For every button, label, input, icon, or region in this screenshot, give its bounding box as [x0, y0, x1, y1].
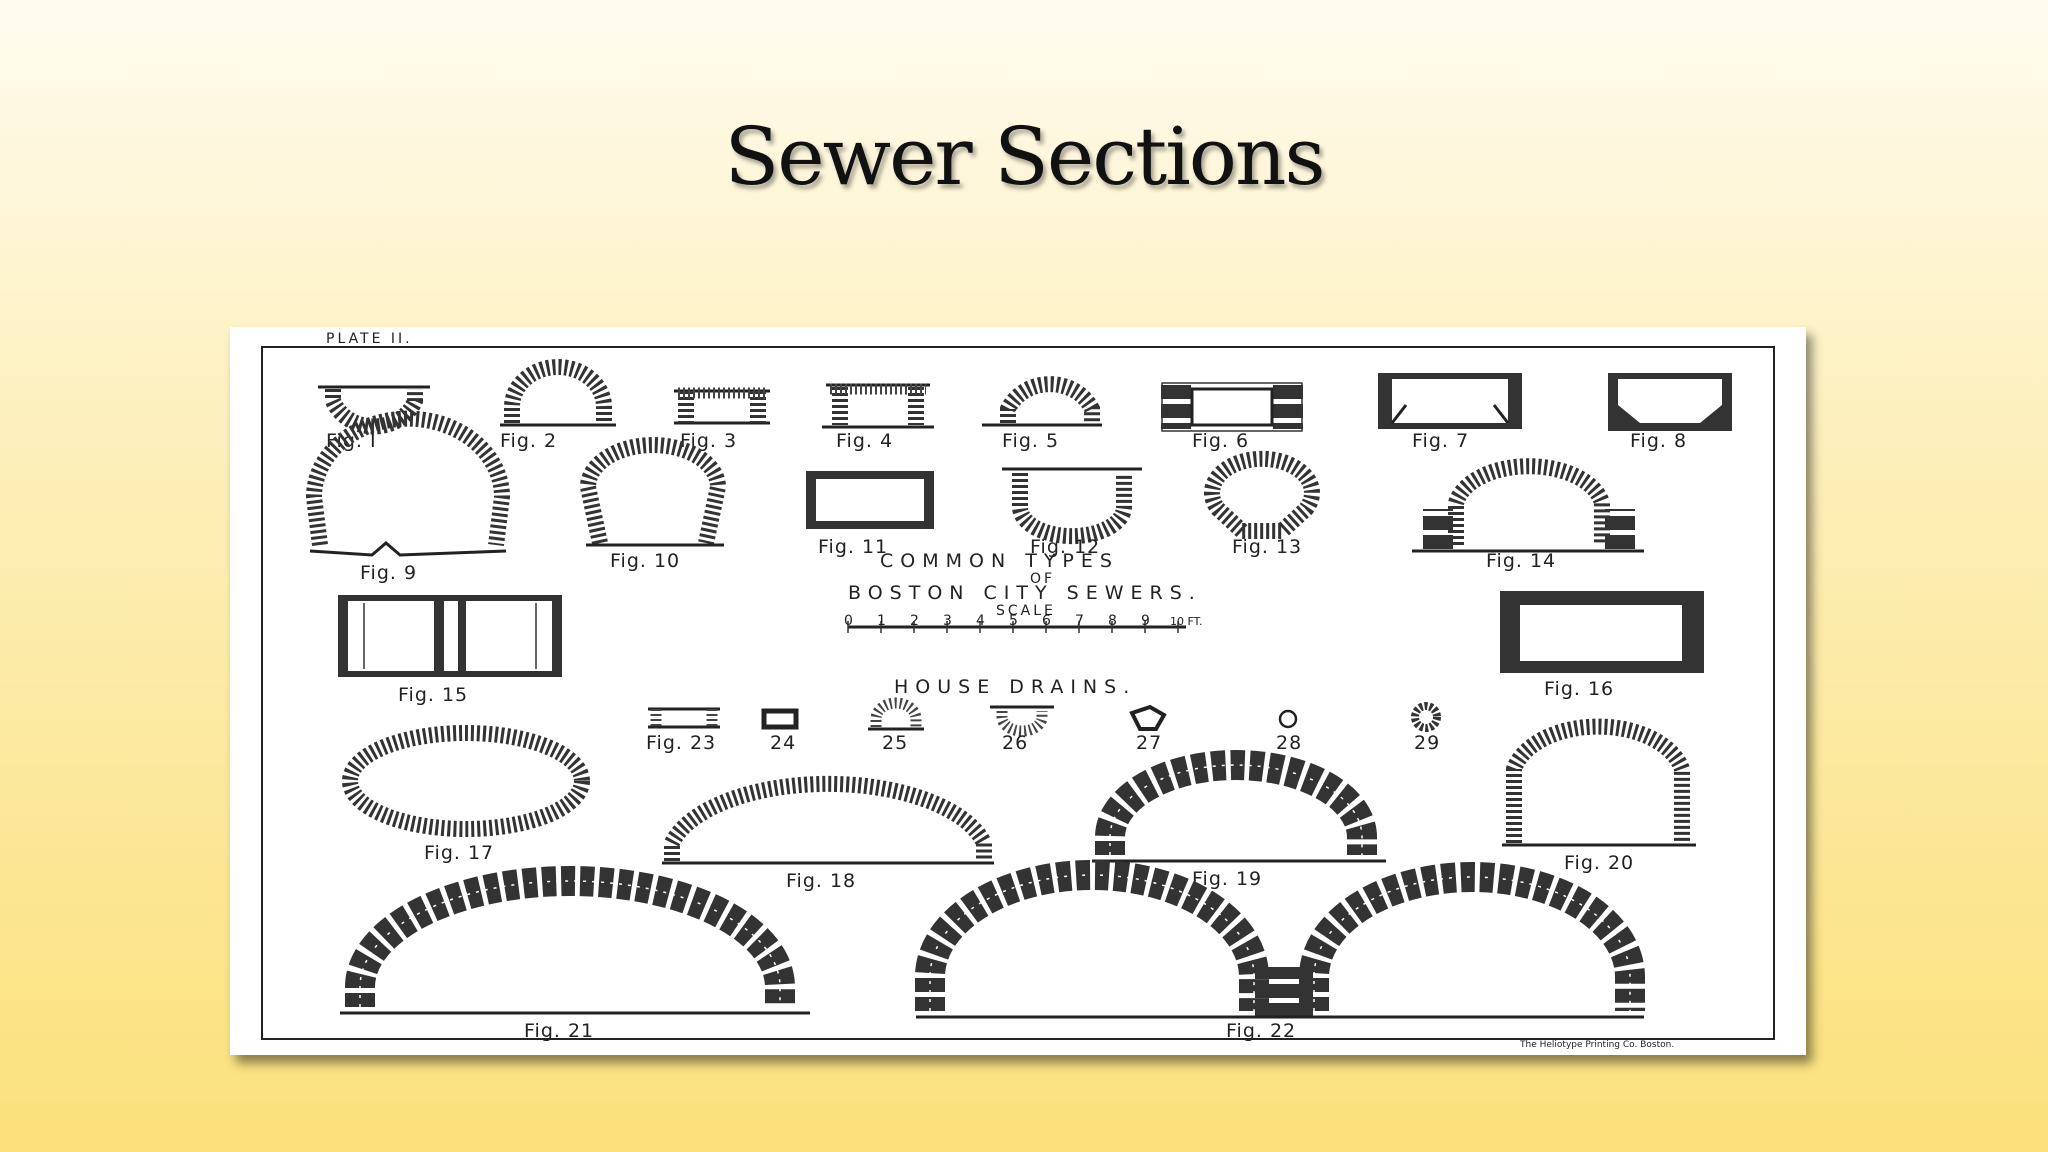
fig-11-drawing	[806, 471, 934, 529]
fig-17-label: Fig. 17	[424, 842, 494, 864]
fig-12-drawing	[1002, 467, 1142, 545]
fig-9-label: Fig. 9	[360, 562, 417, 584]
scale-tick-10: 10 FT.	[1170, 615, 1203, 628]
fig-8-drawing	[1608, 373, 1732, 431]
fig-21-drawing	[340, 866, 810, 1015]
fig-6-label: Fig. 6	[1192, 430, 1249, 452]
fig-18-drawing	[662, 775, 994, 865]
fig-17-drawing	[342, 725, 590, 837]
heading-line-2: OF	[1030, 571, 1055, 587]
scale-bar	[847, 621, 1186, 633]
scale-tick-4: 4	[976, 613, 988, 629]
fig-4-label: Fig. 4	[836, 430, 893, 452]
fig-28-drawing	[1278, 709, 1298, 729]
fig-16-drawing	[1500, 591, 1704, 673]
scale-tick-5: 5	[1009, 613, 1021, 629]
fig-19-label: Fig. 19	[1192, 868, 1262, 890]
fig-16-label: Fig. 16	[1544, 678, 1614, 700]
scale-label: SCALE	[996, 603, 1056, 619]
scale-tick-1: 1	[877, 613, 889, 629]
house-drains-label: HOUSE DRAINS.	[894, 676, 1136, 698]
fig-19-drawing	[1092, 750, 1386, 863]
sewer-plate-image: PLATE II. Fig. I Fig. 2 Fig. 3 Fig. 4	[230, 327, 1806, 1055]
fig-6-drawing	[1161, 382, 1303, 432]
fig-1-drawing	[318, 385, 430, 435]
fig-22-drawing	[915, 860, 1645, 1019]
printer-credit: The Heliotype Printing Co. Boston.	[1519, 1040, 1674, 1050]
fig-3-drawing	[674, 387, 770, 425]
plate-label: PLATE II.	[326, 331, 413, 347]
scale-tick-6: 6	[1042, 613, 1054, 629]
slide-title: Sewer Sections	[724, 110, 1325, 203]
plate-drawing: PLATE II. Fig. I Fig. 2 Fig. 3 Fig. 4	[261, 331, 1775, 1050]
fig-26-drawing	[990, 705, 1054, 737]
fig-2-drawing	[500, 359, 616, 427]
fig-10-label: Fig. 10	[610, 550, 680, 572]
fig-20-label: Fig. 20	[1564, 852, 1634, 874]
scale-tick-2: 2	[910, 613, 922, 629]
fig-3-label: Fig. 3	[680, 430, 737, 452]
scale-tick-9: 9	[1141, 613, 1153, 629]
fig-8-label: Fig. 8	[1630, 430, 1687, 452]
fig-25-drawing	[868, 697, 924, 731]
fig-27-label: 27	[1136, 732, 1162, 754]
fig-26-label: 26	[1002, 732, 1028, 754]
fig-29-label: 29	[1414, 732, 1440, 754]
fig-9-drawing	[305, 410, 511, 557]
plate-border	[261, 346, 1775, 1040]
fig-14-drawing	[1412, 458, 1644, 553]
scale-tick-3: 3	[943, 613, 955, 629]
fig-22-label: Fig. 22	[1226, 1020, 1296, 1042]
fig-15-label: Fig. 15	[398, 684, 468, 706]
fig-20-drawing	[1502, 718, 1696, 847]
fig-12-label: Fig. 12	[1030, 536, 1100, 558]
scale-tick-8: 8	[1108, 613, 1120, 629]
fig-24-label: 24	[770, 732, 796, 754]
fig-24-drawing	[761, 708, 799, 730]
fig-14-label: Fig. 14	[1486, 550, 1556, 572]
fig-5-drawing	[982, 376, 1102, 427]
fig-4-drawing	[822, 383, 934, 429]
fig-15-drawing	[338, 595, 562, 677]
heading-line-3: BOSTON CITY SEWERS.	[848, 582, 1202, 604]
fig-11-label: Fig. 11	[818, 536, 888, 558]
scale-tick-7: 7	[1075, 613, 1087, 629]
fig-7-label: Fig. 7	[1412, 430, 1469, 452]
fig-7-drawing	[1378, 373, 1522, 429]
fig-29-drawing	[1411, 702, 1441, 732]
heading-line-1: COMMON TYPES	[880, 550, 1119, 572]
fig-18-label: Fig. 18	[786, 870, 856, 892]
fig-27-drawing	[1129, 704, 1167, 731]
fig-25-label: 25	[882, 732, 908, 754]
fig-28-label: 28	[1276, 732, 1302, 754]
fig-23-label: Fig. 23	[646, 732, 716, 754]
scale-tick-0: 0	[844, 613, 856, 629]
fig-21-label: Fig. 21	[524, 1020, 594, 1042]
fig-13-label: Fig. 13	[1232, 536, 1302, 558]
fig-2-label: Fig. 2	[500, 430, 557, 452]
fig-13-drawing	[1204, 450, 1320, 539]
fig-23-drawing	[648, 707, 720, 729]
fig-10-drawing	[579, 437, 727, 547]
fig-5-label: Fig. 5	[1002, 430, 1059, 452]
